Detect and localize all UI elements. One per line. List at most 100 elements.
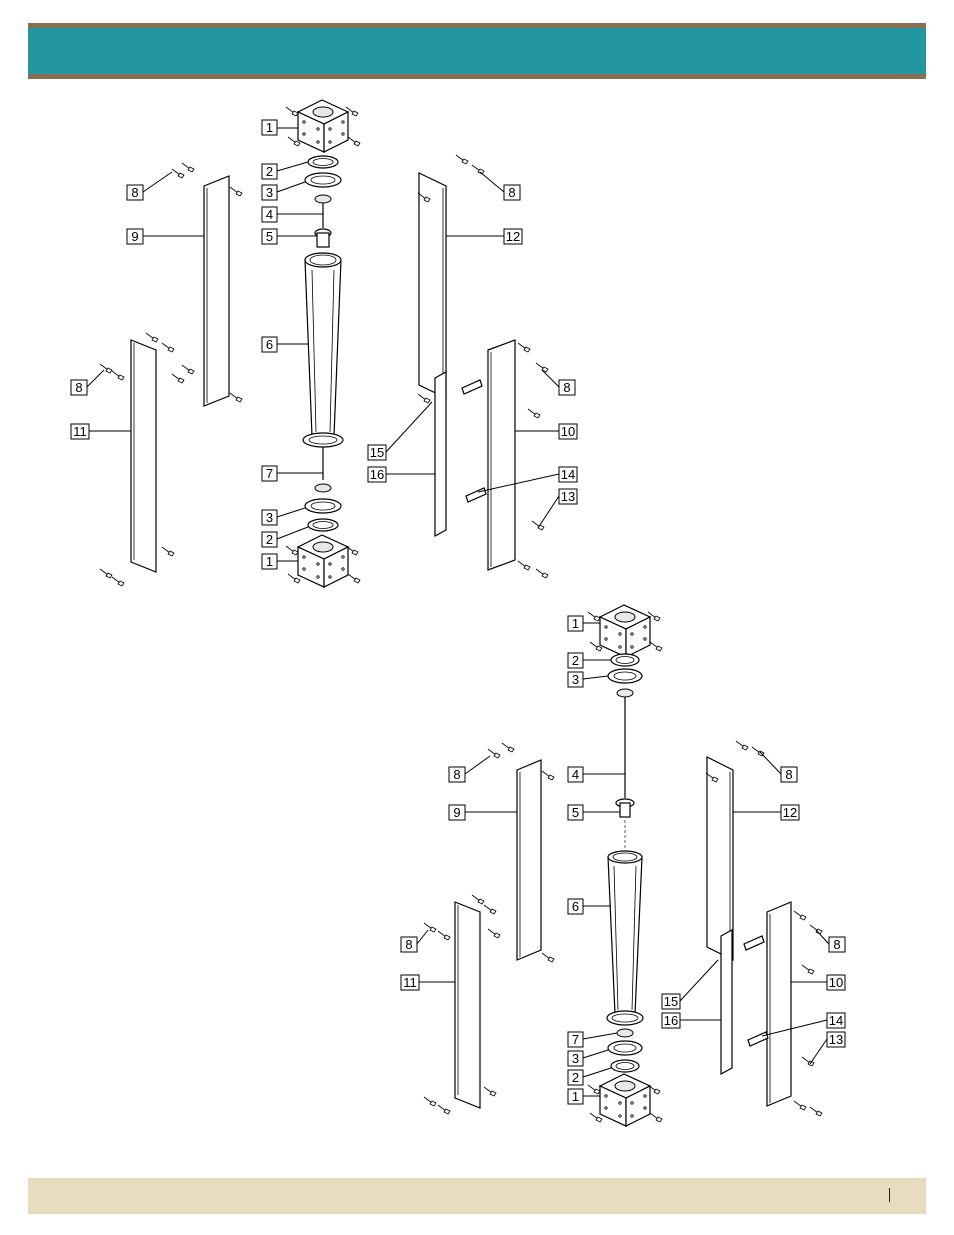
side-panel-9-b <box>517 760 541 960</box>
svg-text:1: 1 <box>572 616 579 631</box>
svg-text:8: 8 <box>563 380 570 395</box>
callout-1-a-top: 1 <box>262 120 277 135</box>
svg-text:11: 11 <box>73 424 87 439</box>
side-panel-10-b <box>767 902 791 1106</box>
svg-text:10: 10 <box>561 424 575 439</box>
callout-8-b-left-bottom: 8 <box>401 937 417 952</box>
callout-1-a-bottom: 1 <box>262 554 277 569</box>
side-panel-11 <box>131 340 156 572</box>
svg-text:9: 9 <box>453 805 460 820</box>
assembly-a: 1 2 3 4 5 6 7 3 2 1 8 9 8 11 8 12 8 10 1… <box>71 100 577 587</box>
svg-text:2: 2 <box>266 164 273 179</box>
svg-text:8: 8 <box>508 185 515 200</box>
page-separator <box>889 1188 890 1202</box>
svg-text:6: 6 <box>266 337 273 352</box>
filler-strip-16 <box>435 372 446 536</box>
post-top-cap-b <box>588 605 662 657</box>
callout-11-a: 11 <box>71 424 89 439</box>
callout-2-b-bottom: 2 <box>568 1070 583 1085</box>
callout-10-b: 10 <box>827 975 845 990</box>
side-panel-10 <box>488 340 515 570</box>
callout-16-b: 16 <box>662 1013 680 1028</box>
svg-text:1: 1 <box>266 120 273 135</box>
svg-text:14: 14 <box>829 1013 843 1028</box>
svg-text:2: 2 <box>266 532 273 547</box>
bracket-14-upper <box>462 380 482 394</box>
collar-part <box>305 173 341 187</box>
callout-12-a: 12 <box>504 229 522 244</box>
callout-6-b: 6 <box>568 899 583 914</box>
callout-11-b: 11 <box>401 975 419 990</box>
svg-text:15: 15 <box>664 994 678 1009</box>
svg-text:8: 8 <box>131 185 138 200</box>
svg-text:1: 1 <box>266 554 273 569</box>
svg-text:4: 4 <box>266 207 273 222</box>
svg-text:12: 12 <box>506 229 520 244</box>
svg-text:6: 6 <box>572 899 579 914</box>
callout-4-b: 4 <box>568 767 583 782</box>
callout-15-a: 15 <box>368 445 386 460</box>
callout-13-b: 13 <box>827 1032 845 1047</box>
callout-8-b-right-top: 8 <box>781 767 797 782</box>
callout-3-a-bottom: 3 <box>262 510 277 525</box>
callout-3-b-bottom: 3 <box>568 1051 583 1066</box>
svg-text:3: 3 <box>266 510 273 525</box>
svg-text:13: 13 <box>829 1032 843 1047</box>
tapered-shaft <box>305 260 341 436</box>
callout-8-b-left-top: 8 <box>449 767 465 782</box>
svg-text:4: 4 <box>572 767 579 782</box>
side-panel-12 <box>419 173 446 398</box>
callout-13-a: 13 <box>559 489 577 504</box>
footer-bar <box>28 1178 926 1214</box>
svg-text:8: 8 <box>75 380 82 395</box>
svg-text:13: 13 <box>561 489 575 504</box>
callout-7-b: 7 <box>568 1032 583 1047</box>
callout-8-a-left-bottom: 8 <box>71 380 87 395</box>
tapered-shaft-b <box>608 857 642 1014</box>
svg-text:2: 2 <box>572 1070 579 1085</box>
callout-16-a: 16 <box>368 467 386 482</box>
svg-text:10: 10 <box>829 975 843 990</box>
svg-text:16: 16 <box>664 1013 678 1028</box>
callout-5-a: 5 <box>262 229 277 244</box>
callout-8-a-right-bottom: 8 <box>559 380 575 395</box>
callout-15-b: 15 <box>662 994 680 1009</box>
post-bottom-cap-b <box>588 1074 662 1126</box>
svg-text:8: 8 <box>785 767 792 782</box>
callout-6-a: 6 <box>262 337 277 352</box>
svg-text:7: 7 <box>266 466 273 481</box>
svg-text:3: 3 <box>266 185 273 200</box>
callout-8-a-left-top: 8 <box>127 185 143 200</box>
callout-2-a-bottom: 2 <box>262 532 277 547</box>
svg-text:1: 1 <box>572 1089 579 1104</box>
callout-8-a-right-top: 8 <box>504 185 520 200</box>
filler-strip-16-b <box>721 930 732 1074</box>
callout-10-a: 10 <box>559 424 577 439</box>
svg-text:12: 12 <box>783 805 797 820</box>
side-panel-12-b <box>707 757 733 960</box>
callout-1-b-top: 1 <box>568 616 583 631</box>
side-panel-9 <box>204 176 229 406</box>
svg-text:3: 3 <box>572 1051 579 1066</box>
callout-7-a: 7 <box>262 466 277 481</box>
svg-text:9: 9 <box>131 229 138 244</box>
callout-2-b-top: 2 <box>568 653 583 668</box>
svg-text:3: 3 <box>572 672 579 687</box>
post-top-cap <box>286 100 360 152</box>
svg-text:8: 8 <box>405 937 412 952</box>
svg-text:5: 5 <box>266 229 273 244</box>
svg-text:8: 8 <box>833 937 840 952</box>
svg-text:15: 15 <box>370 445 384 460</box>
callout-9-b: 9 <box>449 805 465 820</box>
svg-text:8: 8 <box>453 767 460 782</box>
callout-1-b-bottom: 1 <box>568 1089 583 1104</box>
callout-5-b: 5 <box>568 805 583 820</box>
svg-text:16: 16 <box>370 467 384 482</box>
callout-14-a: 14 <box>559 467 577 482</box>
callout-9-a: 9 <box>127 229 143 244</box>
svg-text:7: 7 <box>572 1032 579 1047</box>
ring-part <box>308 156 338 168</box>
svg-text:14: 14 <box>561 467 575 482</box>
bracket-14-lower <box>466 488 486 502</box>
